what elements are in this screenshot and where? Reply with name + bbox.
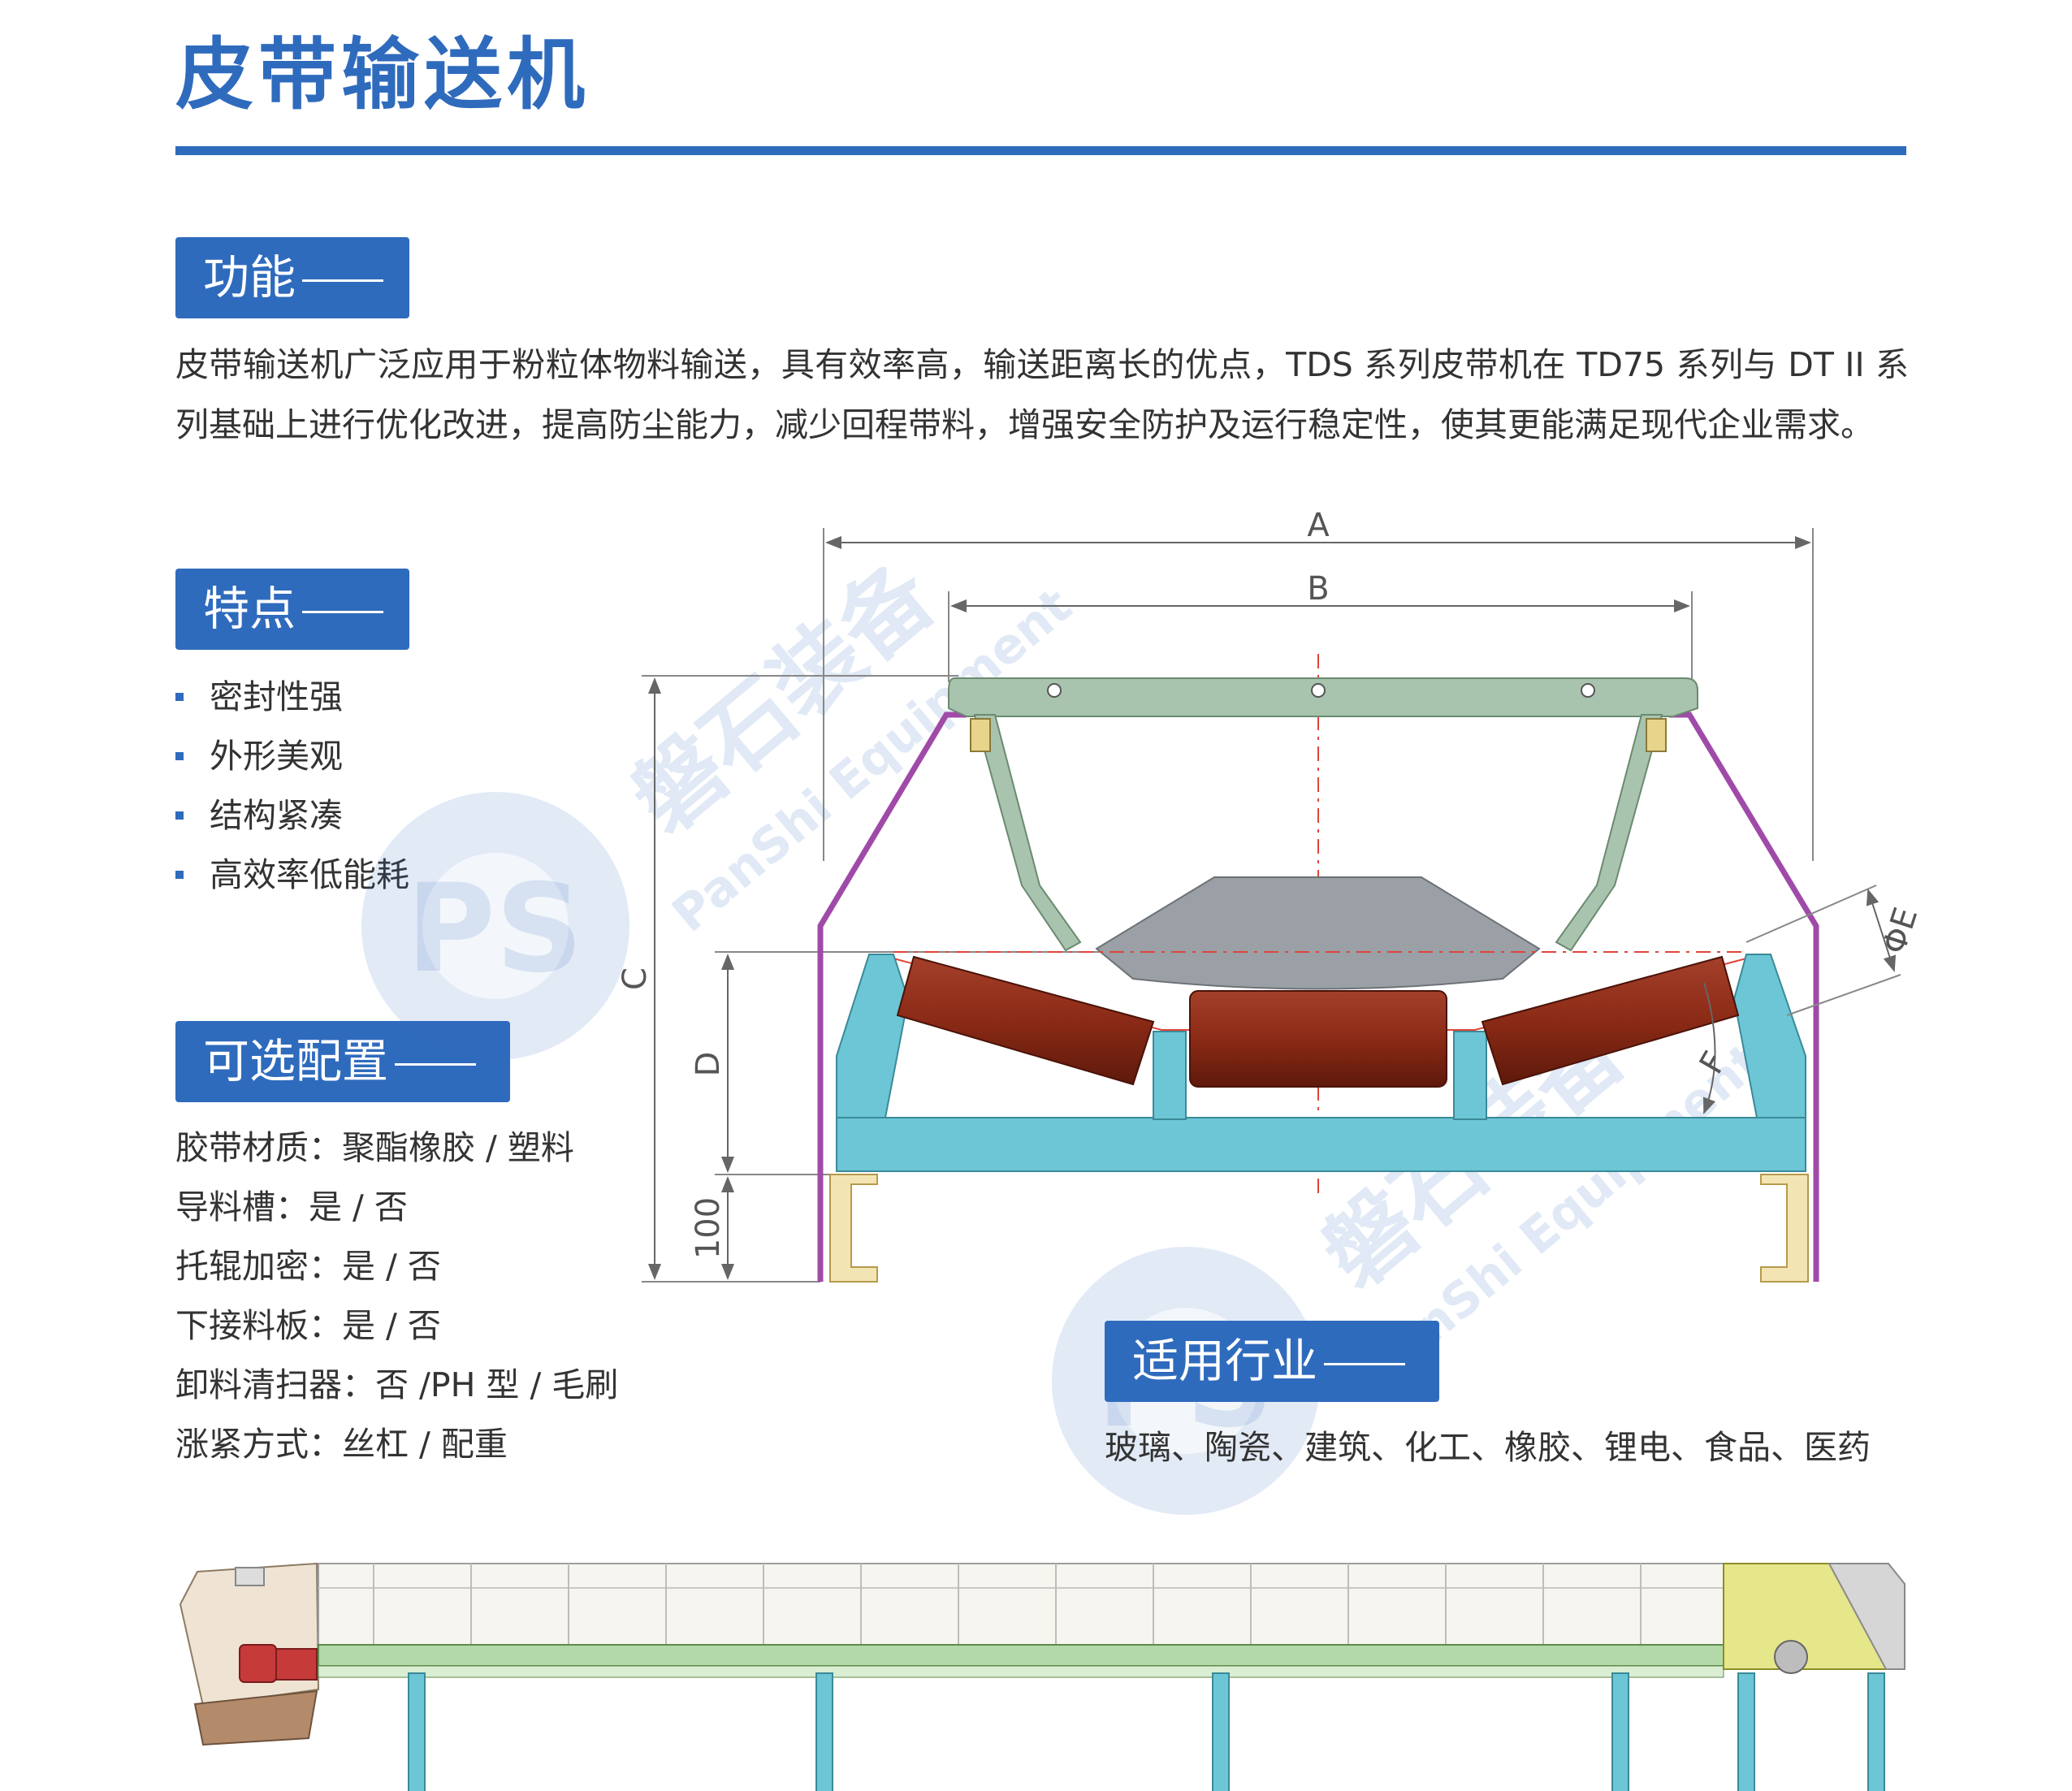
industries-list: 玻璃、陶瓷、建筑、化工、橡胶、锂电、食品、医药: [1105, 1428, 1871, 1467]
dim-c-label: C: [616, 967, 654, 990]
dim-d-label: D: [690, 1052, 727, 1077]
svg-text:PS: PS: [406, 859, 583, 1000]
options-list: 胶带材质：聚酯橡胶 / 塑料 导料槽：是 / 否 托辊加密：是 / 否 下接料板…: [175, 1118, 618, 1474]
dim-e-label: ΦE: [1875, 903, 1925, 958]
option-row: 导料槽：是 / 否: [175, 1188, 408, 1226]
side-view-drawing: [179, 1562, 1905, 1791]
motor-icon: [239, 1644, 318, 1683]
list-item: 高效率低能耗: [175, 846, 409, 905]
bullet-square-icon: [175, 811, 184, 820]
option-row: 托辊加密：是 / 否: [175, 1247, 441, 1286]
bullet-square-icon: [175, 752, 184, 760]
option-row: 卸料清扫器：否 /PH 型 / 毛刷: [175, 1365, 619, 1404]
ps-gear-logo-icon: PS: [361, 792, 629, 1060]
title-divider: [175, 146, 1906, 155]
features-tag-label: 特点: [203, 582, 296, 636]
bullet-square-icon: [175, 693, 184, 701]
options-tag-label: 可选配置: [203, 1035, 388, 1088]
tag-dash: [302, 279, 383, 283]
dim-b-label: B: [1307, 570, 1329, 608]
wing-roller-left: [896, 955, 1155, 1086]
features-tag: 特点: [175, 569, 409, 650]
industries-tag: 适用行业: [1105, 1321, 1439, 1402]
list-item: 结构紧凑: [175, 786, 409, 846]
function-tag-label: 功能: [203, 251, 296, 305]
dim-a-label: A: [1307, 507, 1330, 544]
function-description: 皮带输送机广泛应用于粉粒体物料输送，具有效率高，输送距离长的优点，TDS 系列皮…: [175, 345, 1909, 444]
bullet-square-icon: [175, 871, 184, 879]
center-roller: [1189, 990, 1447, 1088]
industries-tag-label: 适用行业: [1132, 1335, 1317, 1388]
tag-dash: [395, 1063, 476, 1066]
wing-roller-right: [1481, 955, 1740, 1086]
options-tag: 可选配置: [175, 1021, 510, 1102]
list-item: 外形美观: [175, 727, 409, 786]
tag-dash: [302, 611, 383, 614]
option-row: 胶带材质：聚酯橡胶 / 塑料: [175, 1128, 574, 1167]
list-item: 密封性强: [175, 668, 409, 727]
function-tag: 功能: [175, 237, 409, 318]
tag-dash: [1324, 1363, 1405, 1366]
features-list: 密封性强 外形美观 结构紧凑 高效率低能耗: [175, 668, 409, 905]
option-row: 下接料板：是 / 否: [175, 1306, 441, 1345]
option-row: 涨紧方式：丝杠 / 配重: [175, 1425, 508, 1464]
dim-100-label: 100: [690, 1197, 727, 1259]
page-title: 皮带输送机: [175, 28, 590, 120]
